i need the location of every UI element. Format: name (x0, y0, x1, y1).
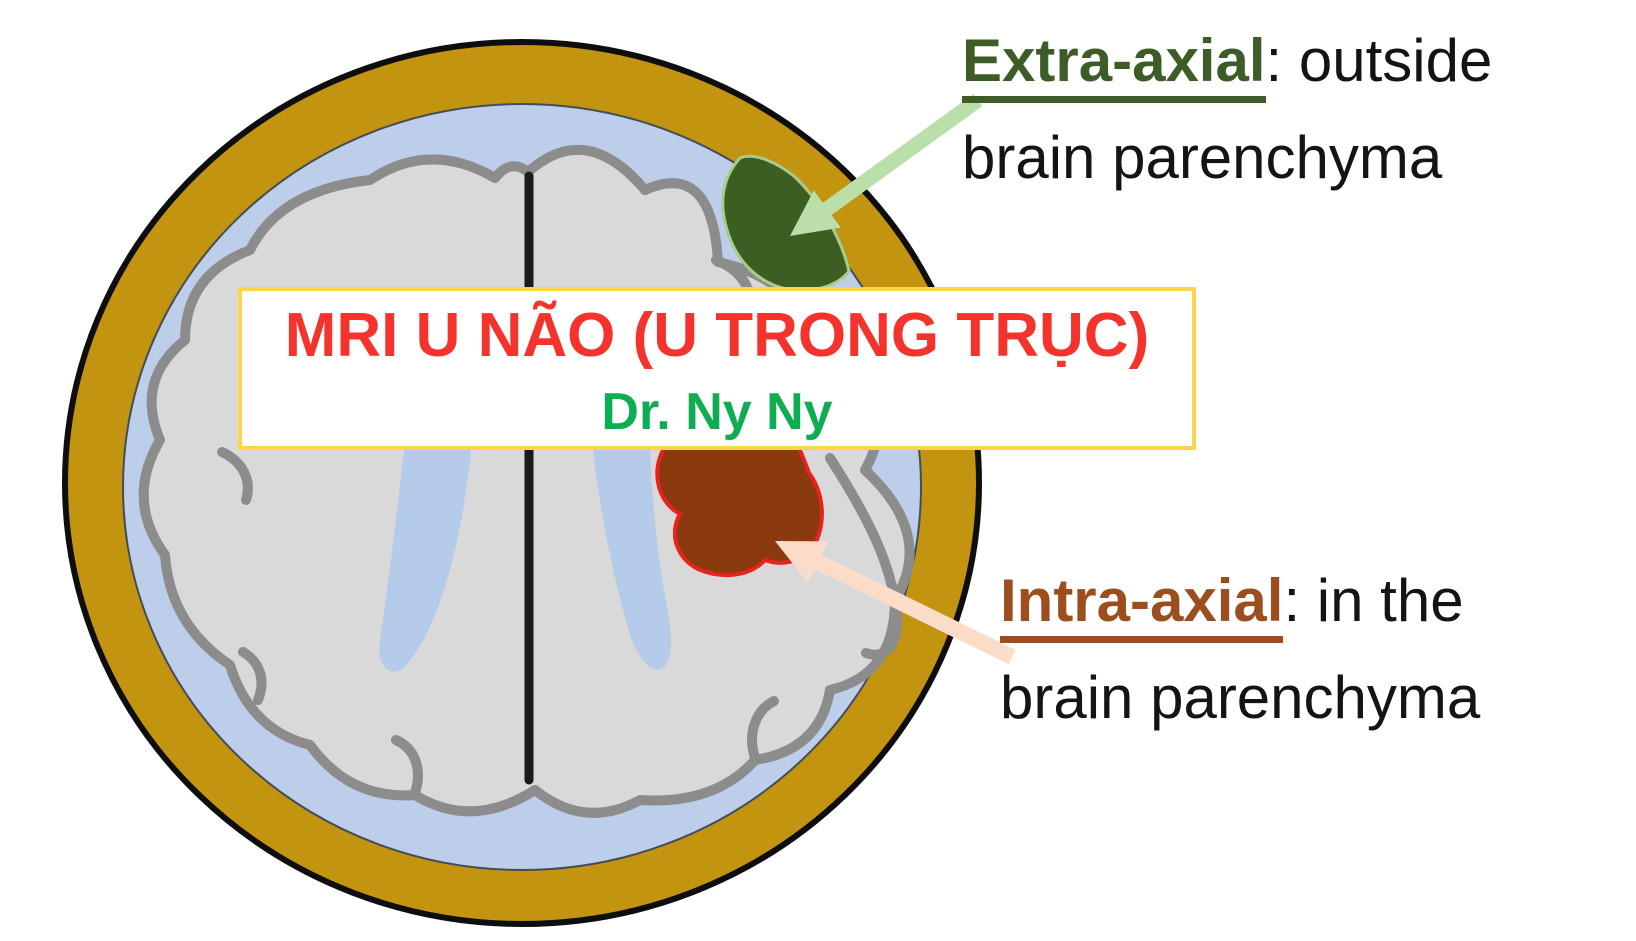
extra-axial-term: Extra-axial (962, 27, 1266, 103)
intra-axial-label: Intra-axial: in the brain parenchyma (1000, 552, 1480, 746)
intra-axial-line2: brain parenchyma (1000, 664, 1481, 731)
author-credit: Dr. Ny Ny (601, 383, 833, 441)
extra-axial-arrow (790, 93, 983, 236)
extra-axial-line1: Extra-axial: outside (962, 12, 1492, 109)
title-box: MRI U NÃO (U TRONG TRỤC) Dr. Ny Ny (238, 287, 1196, 450)
left-ventricle (379, 450, 471, 672)
intra-axial-arrow (775, 541, 1016, 665)
arrowhead-icon (790, 190, 841, 236)
intra-axial-line1: Intra-axial: in the (1000, 552, 1480, 649)
extra-axial-line2: brain parenchyma (962, 124, 1443, 191)
extra-axial-label: Extra-axial: outside brain parenchyma (962, 12, 1492, 206)
arrowhead-icon (775, 541, 829, 583)
right-ventricle (593, 450, 672, 670)
intra-axial-term: Intra-axial (1000, 567, 1284, 643)
sulcus-line (217, 447, 253, 505)
sulcus-line (238, 647, 267, 705)
intra-axial-suffix: : in the (1283, 567, 1464, 634)
sulcus-line (391, 735, 423, 798)
extra-axial-suffix: : outside (1265, 27, 1493, 94)
sulcus-line (747, 696, 779, 763)
page-title: MRI U NÃO (U TRONG TRỤC) (284, 301, 1150, 370)
